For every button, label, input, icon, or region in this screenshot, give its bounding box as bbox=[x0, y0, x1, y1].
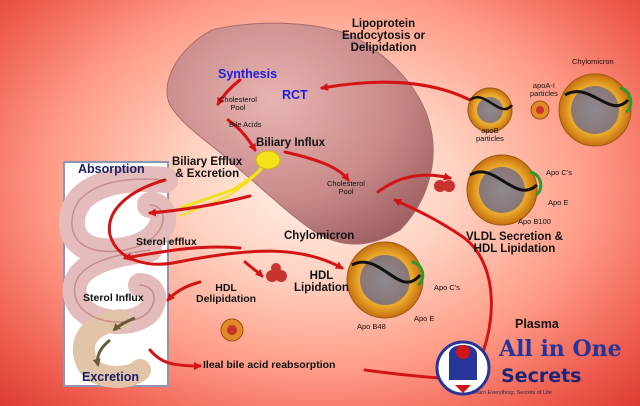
label-apo-cs-right: Apo C's bbox=[546, 168, 573, 177]
apob-particle bbox=[467, 87, 513, 133]
site-logo[interactable]: All in One Secrets Learn Everything, Sec… bbox=[432, 335, 630, 397]
arrow-lipoprotein-to-liver bbox=[320, 80, 472, 102]
arrow-pool-to-vldl bbox=[376, 172, 452, 194]
label-apo-e-center: Apo E bbox=[414, 314, 435, 323]
arrow-biliary-efflux bbox=[148, 194, 252, 217]
label-synthesis: Synthesis bbox=[218, 67, 278, 81]
arrow-sterol-efflux bbox=[123, 245, 242, 261]
arrow-hdl-lipidation bbox=[243, 260, 264, 278]
chylomicron-particle-center bbox=[346, 241, 425, 319]
label-apo-cs-center: Apo C's bbox=[434, 283, 461, 292]
arrow-to-chylomicron bbox=[176, 249, 344, 270]
excretion-arrows bbox=[92, 316, 136, 367]
label-excretion: Excretion bbox=[82, 370, 139, 384]
liver-shape bbox=[166, 22, 434, 245]
arrow-plasma-return bbox=[393, 198, 493, 382]
intestine-illustration bbox=[59, 166, 178, 388]
arrow-pool-to-bile bbox=[226, 118, 257, 152]
arrow-intestine-loop bbox=[107, 178, 180, 266]
arrow-synthesis-to-pool bbox=[216, 78, 242, 106]
label-chylomicron-top: Chylomicron bbox=[572, 57, 614, 66]
chylomicron-particle-right bbox=[558, 73, 633, 147]
logo-emblem bbox=[435, 340, 491, 396]
gallbladder bbox=[255, 150, 281, 170]
apoai-particle bbox=[530, 100, 550, 120]
label-vldl-secretion: VLDL Secretion &HDL Lipidation bbox=[466, 231, 563, 256]
vldl-particle bbox=[466, 154, 543, 226]
label-bile-acids: Bile Acids bbox=[229, 120, 262, 129]
label-ileal-reabsorption: Ileal bile acid reabsorption bbox=[203, 359, 336, 371]
arrow-biliary-influx bbox=[283, 150, 350, 182]
logo-tagline: Learn Everything, Secrets of Life bbox=[472, 390, 552, 396]
label-plasma: Plasma bbox=[515, 317, 559, 331]
label-chylomicron-center: Chylomicron bbox=[284, 230, 355, 242]
label-apo-e-right: Apo E bbox=[548, 198, 569, 207]
label-apo-b100: Apo B100 bbox=[518, 217, 551, 226]
label-biliary-efflux: Biliary Efflux& Excretion bbox=[172, 156, 243, 181]
label-sterol-influx: Sterol Influx bbox=[83, 292, 144, 304]
logo-subtitle: Secrets bbox=[501, 365, 582, 387]
hdl-delipidation-particle bbox=[220, 318, 244, 342]
arrow-ileal bbox=[148, 348, 202, 370]
label-biliary-influx: Biliary Influx bbox=[256, 137, 326, 149]
arrow-hdl-delipidation bbox=[166, 280, 202, 302]
logo-title: All in One bbox=[499, 336, 622, 362]
label-sterol-efflux: Sterol efflux bbox=[136, 236, 197, 248]
label-rct: RCT bbox=[282, 88, 308, 102]
hdl-particle-center bbox=[266, 263, 287, 282]
label-apo-b48: Apo B48 bbox=[357, 322, 386, 331]
label-absorption: Absorption bbox=[78, 162, 145, 176]
hdl-particle-small bbox=[434, 180, 455, 192]
